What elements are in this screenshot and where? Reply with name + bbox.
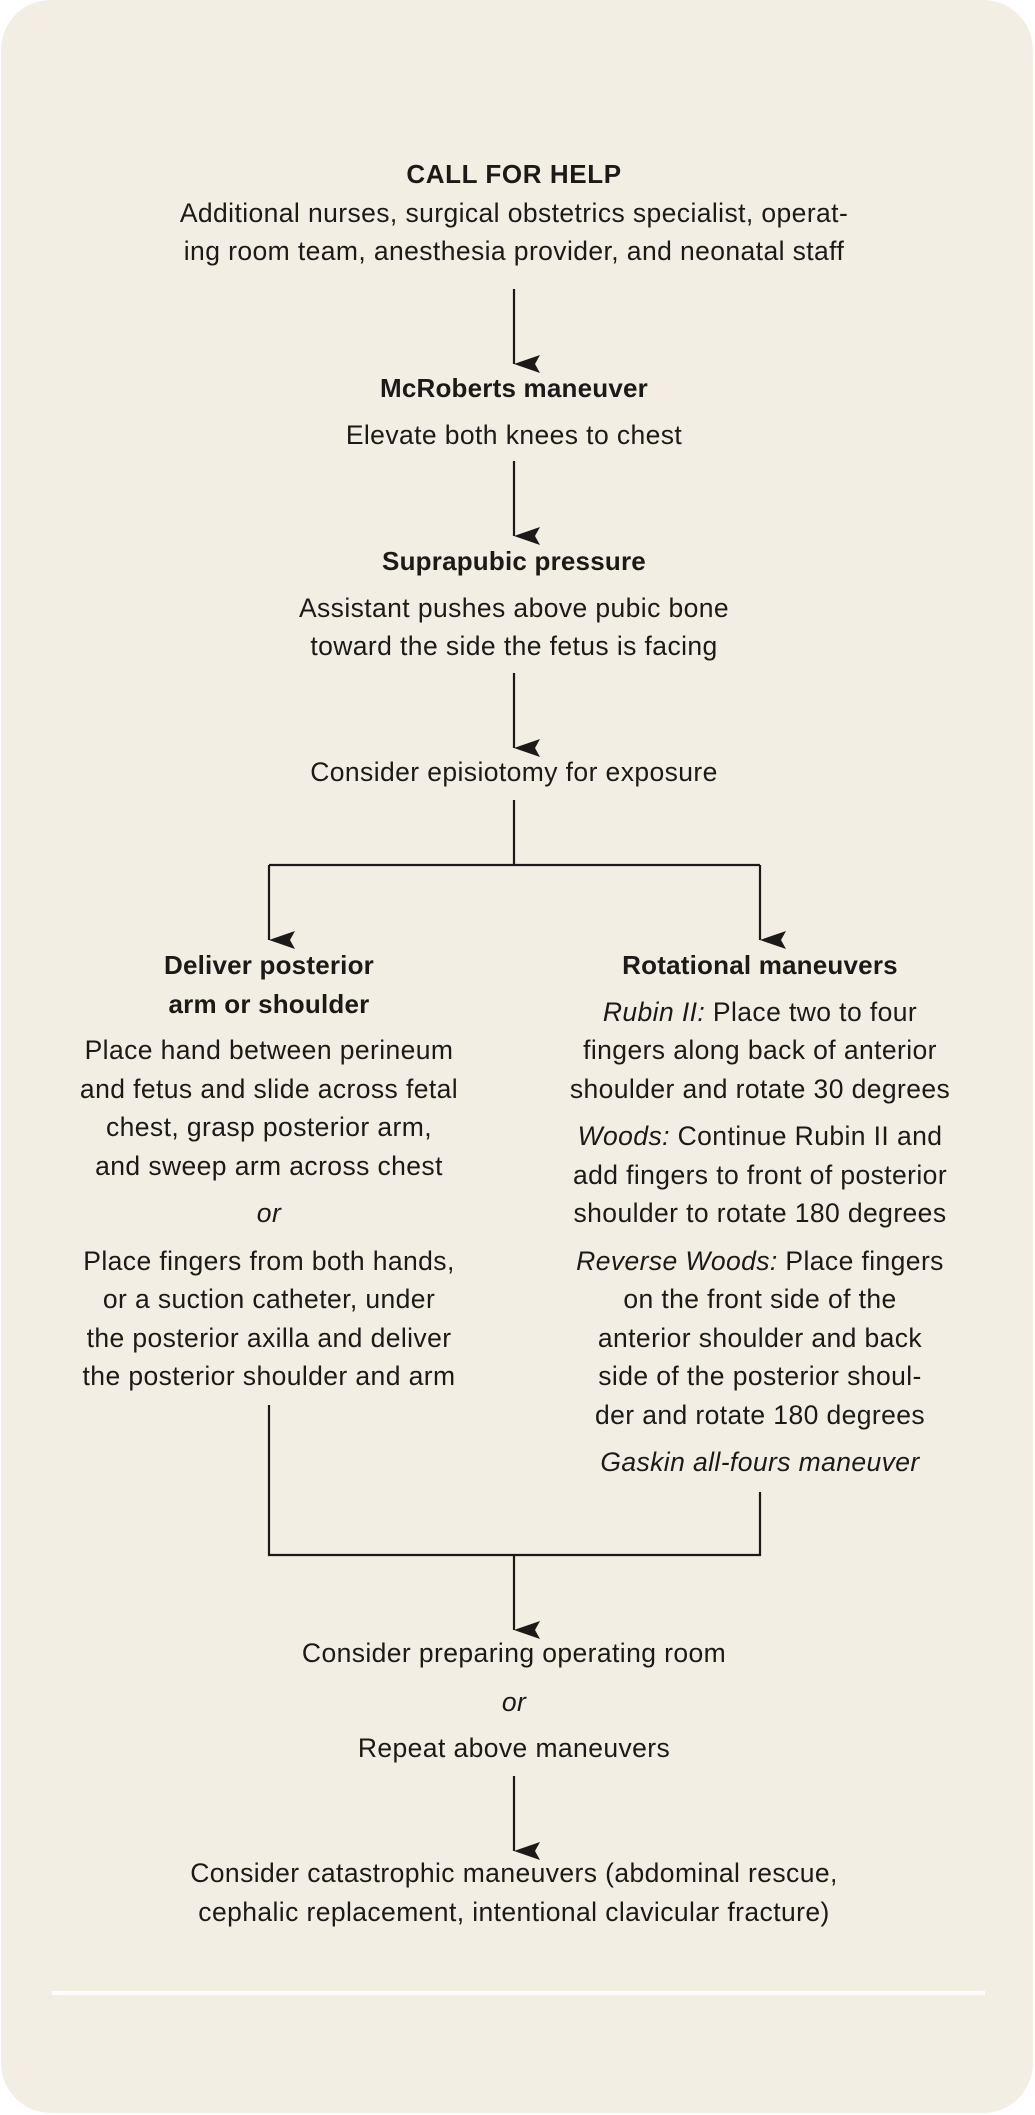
woods-text: Continue Rubin II and (669, 1121, 943, 1151)
suprapubic-box: Suprapubic pressure Assistant pushes abo… (299, 542, 729, 666)
posterior-arm-option2-line: or a suction catheter, under (102, 1284, 436, 1314)
reverse-woods-line: anterior shoulder and back (597, 1322, 923, 1353)
woods-first-line: Woods: Continue Rubin II and (570, 1117, 950, 1156)
call-for-help-box: CALL FOR HELP Additional nurses, surgica… (180, 155, 848, 271)
catastrophic-line: cephalic replacement, intentional clavic… (198, 1896, 830, 1927)
reverse-woods-line: side of the posterior shoul- (598, 1361, 922, 1391)
reverse-woods-first-line: Reverse Woods: Place fingers (570, 1242, 950, 1281)
mcroberts-line: Elevate both knees to chest (345, 419, 683, 450)
posterior-arm-option2-line: the posterior axilla and deliver (86, 1322, 452, 1353)
rotational-title: Rotational maneuvers (622, 950, 898, 980)
episiotomy-box: Consider episiotomy for exposure (310, 753, 718, 792)
mcroberts-title: McRoberts maneuver (379, 373, 649, 403)
catastrophic-line: Consider catastrophic maneuvers (abdomin… (190, 1858, 838, 1888)
rubin-line: fingers along back of anterior (583, 1035, 937, 1065)
footer-divider (52, 1991, 985, 1995)
operating-room-line: Consider preparing operating room (301, 1638, 727, 1668)
posterior-arm-option1-line: and fetus and slide across fetal (79, 1073, 459, 1104)
catastrophic-box: Consider catastrophic maneuvers (abdomin… (190, 1854, 837, 1931)
posterior-arm-title: arm or shoulder (168, 988, 370, 1019)
suprapubic-line: Assistant pushes above pubic bone (298, 592, 730, 623)
call-for-help-title: CALL FOR HELP (406, 159, 622, 189)
mcroberts-box: McRoberts maneuver Elevate both knees to… (346, 369, 682, 454)
gaskin-line: Gaskin all-fours maneuver (600, 1447, 920, 1477)
woods-label: Woods: (577, 1121, 670, 1151)
reverse-woods-label: Reverse Woods: (576, 1245, 778, 1276)
posterior-arm-box: Deliver posterior arm or shoulder Place … (80, 946, 458, 1396)
woods-line: shoulder to rotate 180 degrees (573, 1198, 947, 1228)
call-for-help-line: ing room team, anesthesia provider, and … (183, 236, 845, 266)
suprapubic-title: Suprapubic pressure (382, 546, 646, 576)
posterior-arm-option2-line: Place fingers from both hands, (83, 1245, 455, 1276)
episiotomy-line: Consider episiotomy for exposure (310, 757, 718, 787)
rubin-label: Rubin II: (602, 996, 706, 1027)
repeat-maneuvers-line: Repeat above maneuvers (357, 1733, 671, 1763)
posterior-arm-option1-line: Place hand between perineum (84, 1035, 454, 1065)
posterior-arm-option1-line: and sweep arm across chest (95, 1150, 443, 1181)
reverse-woods-line: on the front side of the (623, 1284, 897, 1314)
suprapubic-line: toward the side the fetus is facing (310, 631, 718, 661)
rubin-text: Place two to four (705, 996, 918, 1027)
operating-room-or-label: or (501, 1686, 527, 1717)
posterior-arm-option1-line: chest, grasp posterior arm, (106, 1112, 432, 1142)
reverse-woods-text: Place fingers (777, 1245, 944, 1276)
posterior-arm-option2-line: the posterior shoulder and arm (82, 1361, 456, 1391)
call-for-help-line: Additional nurses, surgical obstetrics s… (179, 197, 849, 228)
posterior-arm-title: Deliver posterior (163, 950, 375, 980)
rubin-first-line: Rubin II: Place two to four (570, 993, 950, 1032)
woods-line: add fingers to front of posterior (572, 1159, 948, 1190)
posterior-arm-or-label: or (256, 1198, 282, 1228)
reverse-woods-line: der and rotate 180 degrees (594, 1399, 926, 1430)
rotational-box: Rotational maneuvers Rubin II: Place two… (570, 946, 950, 1482)
rubin-line: shoulder and rotate 30 degrees (569, 1073, 951, 1104)
operating-room-box: Consider preparing operating room or Rep… (302, 1634, 726, 1768)
